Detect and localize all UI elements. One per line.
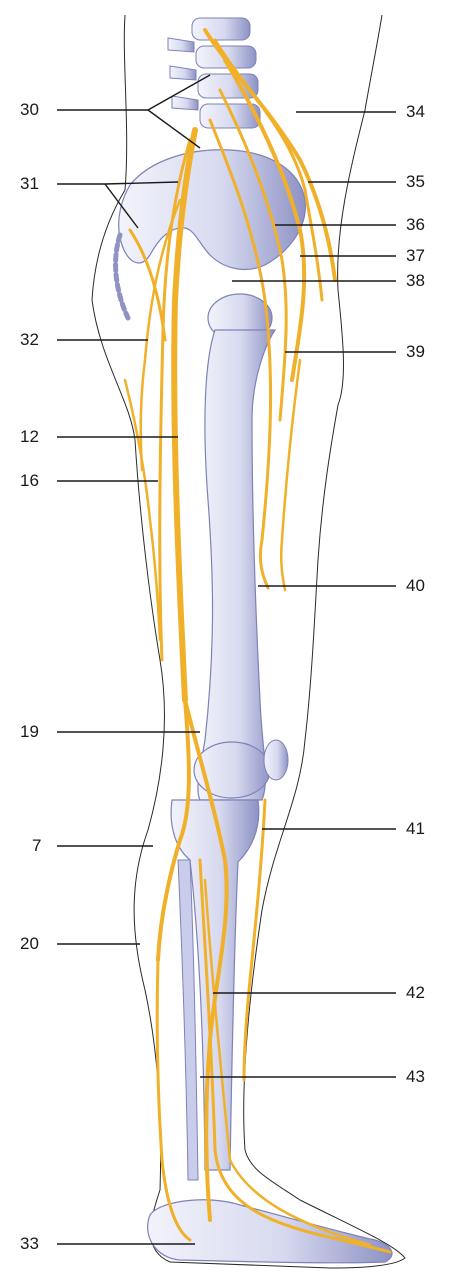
femur-bone	[194, 294, 275, 800]
label-7: 7	[32, 836, 41, 856]
pelvis-bone	[119, 150, 306, 270]
label-32: 32	[20, 330, 39, 350]
label-31: 31	[20, 174, 39, 194]
label-12: 12	[20, 427, 39, 447]
label-35: 35	[406, 172, 425, 192]
label-33: 33	[20, 1234, 39, 1254]
label-20: 20	[20, 934, 39, 954]
label-42: 42	[406, 983, 425, 1003]
patella-bone	[264, 740, 288, 780]
label-16: 16	[20, 471, 39, 491]
label-43: 43	[406, 1067, 425, 1087]
foot-bones	[148, 1200, 392, 1263]
label-39: 39	[406, 342, 425, 362]
label-30: 30	[20, 100, 39, 120]
label-19: 19	[20, 722, 39, 742]
label-36: 36	[406, 215, 425, 235]
label-40: 40	[406, 576, 425, 596]
label-38: 38	[406, 271, 425, 291]
vertebral-column	[168, 18, 260, 128]
label-34: 34	[406, 102, 425, 122]
label-41: 41	[406, 819, 425, 839]
label-37: 37	[406, 246, 425, 266]
